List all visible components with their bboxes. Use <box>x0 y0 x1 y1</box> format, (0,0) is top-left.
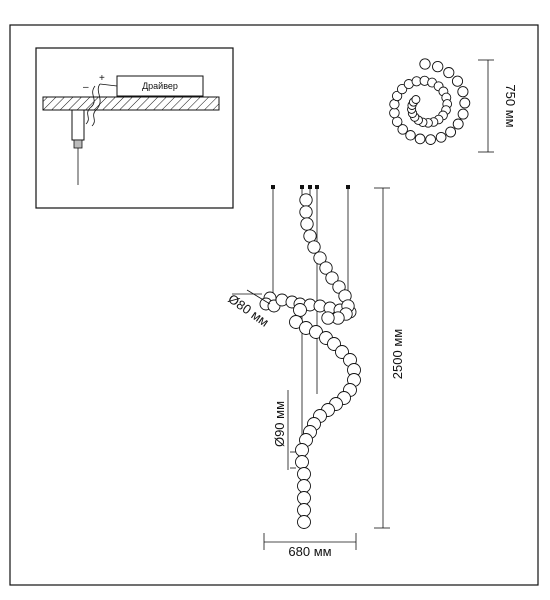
driver-label: Драйвер <box>142 81 178 91</box>
bead <box>300 217 314 231</box>
cable-cap-2 <box>300 185 304 189</box>
bead <box>321 311 335 325</box>
bead <box>293 303 307 317</box>
wire-left <box>85 85 96 125</box>
top-view-bead <box>419 58 431 70</box>
top-view-bead <box>445 126 457 138</box>
bead <box>297 515 311 529</box>
canopy-base <box>73 139 83 149</box>
width-label: 680 мм <box>288 544 331 559</box>
cable-cap-4 <box>315 185 319 189</box>
wire-to-driver <box>99 83 118 87</box>
total-height-label: 2500 мм <box>390 329 405 379</box>
bead <box>297 491 311 505</box>
width-dimension: 680 мм <box>263 533 357 559</box>
top-view-bead <box>451 75 464 87</box>
top-view-bead <box>405 130 416 141</box>
top-view-bead <box>391 90 403 102</box>
sheet-border <box>9 24 539 586</box>
top-view-dimension: 750 мм <box>478 59 518 153</box>
top-view-diameter-label: 750 мм <box>503 84 518 127</box>
bead <box>295 455 309 469</box>
top-view-bead <box>459 97 471 109</box>
ceiling-slab <box>42 96 220 111</box>
top-view-bead <box>435 131 447 143</box>
wire-right <box>91 83 101 127</box>
top-view-bead <box>432 60 444 73</box>
canopy <box>71 109 85 141</box>
mounting-inset: Драйвер – + <box>35 47 234 209</box>
bead <box>319 261 333 275</box>
top-view-bead <box>425 134 436 145</box>
top-view-bead <box>391 116 403 127</box>
top-view-spiral <box>389 58 471 145</box>
plus-sign: + <box>99 73 105 84</box>
large-bead-label: Ø90 мм <box>272 401 287 447</box>
bead <box>307 240 321 254</box>
top-view-bead <box>414 133 426 145</box>
top-view-bead <box>411 95 421 104</box>
top-view-bead <box>457 108 469 120</box>
cable-cap-5 <box>346 185 350 189</box>
cable-cap-1 <box>271 185 275 189</box>
bead <box>297 503 311 517</box>
bead <box>299 193 313 207</box>
height-dimension: 2500 мм <box>374 187 405 529</box>
bead-chain <box>259 193 361 529</box>
bead <box>297 467 311 481</box>
bead <box>303 229 317 243</box>
front-view-pendant <box>259 185 361 529</box>
top-view-bead <box>457 86 469 98</box>
inset-border <box>35 47 234 209</box>
top-view-bead <box>397 124 408 135</box>
top-view-bead <box>443 67 455 79</box>
top-view-bead <box>396 83 408 95</box>
top-view-bead <box>452 118 464 130</box>
bead <box>313 251 327 265</box>
bead <box>295 443 309 457</box>
minus-sign: – <box>83 82 89 93</box>
bead <box>325 271 339 285</box>
top-view-bead <box>389 107 400 119</box>
cable-cap-3 <box>308 185 312 189</box>
bead <box>299 205 313 219</box>
bead <box>297 479 311 493</box>
large-bead-dimension: Ø90 мм <box>272 390 296 470</box>
